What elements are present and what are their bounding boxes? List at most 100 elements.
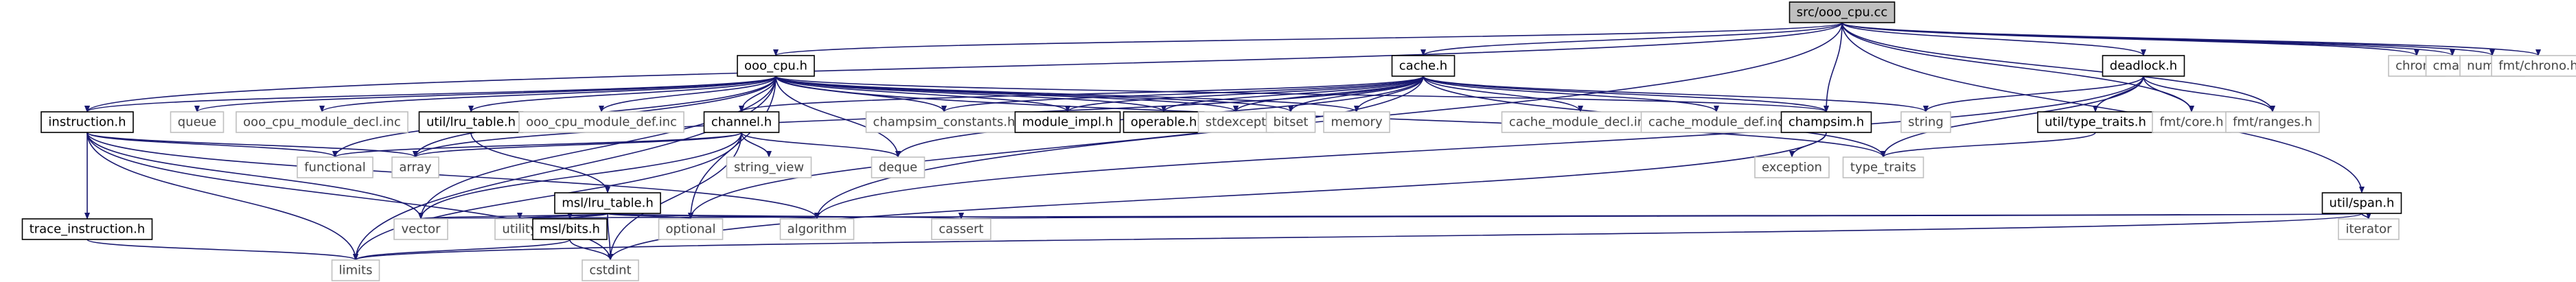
node-fmt-core-h: fmt/core.h: [2152, 111, 2231, 133]
node-deadlock-h[interactable]: deadlock.h: [2102, 55, 2185, 77]
node-box: [737, 55, 815, 77]
node-label: algorithm: [787, 222, 847, 237]
node-box: [41, 111, 134, 133]
node-array: array: [391, 156, 439, 178]
edge-instruction_h-to-array: [87, 132, 418, 158]
node-label: src/ooo_cpu.cc: [1797, 5, 1888, 20]
node-box: [1265, 111, 1316, 133]
node-label: limits: [339, 263, 373, 278]
node-label: cache_module_decl.inc: [1509, 115, 1652, 130]
node-msl-bits-h[interactable]: msl/bits.h: [532, 218, 608, 240]
edge-cache_h-to-operable_h: [1161, 75, 1424, 113]
node-msl-lru-table-h[interactable]: msl/lru_table.h: [554, 192, 661, 214]
node-trace-instruction-h[interactable]: trace_instruction.h: [21, 218, 153, 240]
node-exception: exception: [1754, 156, 1830, 178]
node-label: trace_instruction.h: [30, 222, 146, 237]
edge-cache_h-to-champsim_constants_h: [941, 75, 1424, 113]
edge-ooo_cpu_h-to-ooo_cpu_module_decl_inc: [319, 75, 777, 113]
node-util-lru-table-h[interactable]: util/lru_table.h: [418, 111, 524, 133]
node-box: [703, 111, 780, 133]
node-cassert: cassert: [931, 218, 991, 240]
edge-instruction_h-to-functional: [87, 132, 338, 158]
node-cache-h[interactable]: cache.h: [1391, 55, 1456, 77]
node-label: cstdint: [589, 263, 631, 278]
node-util-type-traits-h[interactable]: util/type_traits.h: [2037, 111, 2154, 133]
node-ooo-cpu-module-decl-inc: ooo_cpu_module_decl.inc: [235, 111, 409, 133]
edge-channel_h-to-cstdint: [608, 132, 742, 261]
edge-instruction_h-to-limits: [87, 132, 358, 261]
node-label: deque: [879, 161, 917, 175]
edge-cache_h-to-string: [1423, 75, 1929, 113]
node-box: [865, 111, 1023, 133]
edge-cache_h-to-module_impl_h: [1065, 75, 1424, 113]
node-label: ooo_cpu_module_decl.inc: [243, 115, 401, 130]
edge-channel_h-to-array: [413, 132, 742, 158]
node-instruction-h[interactable]: instruction.h: [41, 111, 134, 133]
node-box: [331, 259, 380, 281]
node-queue: queue: [170, 111, 225, 133]
edge-deadlock_h-to-type_traits: [1881, 75, 2144, 158]
node-label: champsim_constants.h: [873, 115, 1015, 130]
node-box: [658, 218, 724, 240]
node-channel-h[interactable]: channel.h: [703, 111, 780, 133]
node-label: fmt/ranges.h: [2233, 115, 2312, 130]
node-cstdint: cstdint: [582, 259, 639, 281]
node-label: exception: [1762, 161, 1822, 175]
edge-msl_bits_h-to-cstdint: [569, 239, 613, 261]
node-operable-h[interactable]: operable.h: [1123, 111, 1205, 133]
node-label: queue: [178, 115, 216, 130]
node-label: bitset: [1274, 115, 1309, 130]
node-box: [532, 218, 608, 240]
node-label: util/span.h: [2330, 196, 2395, 211]
node-optional: optional: [658, 218, 724, 240]
node-box: [1123, 111, 1205, 133]
node-box: [1842, 156, 1924, 178]
node-fmt-ranges-h: fmt/ranges.h: [2225, 111, 2320, 133]
node-label: util/type_traits.h: [2045, 115, 2146, 130]
edge-msl_lru_table_h-to-cassert: [607, 212, 963, 220]
edge-ooo_cpu_cc-to-champsim_h: [1824, 22, 1843, 113]
node-box: [393, 218, 448, 240]
node-iterator: iterator: [2338, 218, 2400, 240]
node-limits: limits: [331, 259, 380, 281]
node-deque: deque: [871, 156, 925, 178]
node-label: memory: [1331, 115, 1383, 130]
edge-channel_h-to-string_view: [741, 132, 772, 158]
edge-champsim_h-to-cstdint: [608, 132, 1827, 261]
node-label: msl/bits.h: [540, 222, 600, 237]
node-box: [582, 259, 639, 281]
node-module-impl-h[interactable]: module_impl.h: [1014, 111, 1121, 133]
edge-ooo_cpu_h-to-instruction_h: [84, 75, 777, 113]
edge-ooo_cpu_cc-to-fmt_ranges_h: [1841, 22, 2275, 113]
edge-ooo_cpu_cc-to-cache_h: [1421, 22, 1843, 56]
edge-ooo_cpu_h-to-deque: [775, 75, 901, 158]
node-functional: functional: [297, 156, 373, 178]
node-box: [931, 218, 991, 240]
node-box: [1014, 111, 1121, 133]
node-cache-module-decl-inc: cache_module_decl.inc: [1501, 111, 1660, 133]
edge-util_span_h-to-iterator: [2361, 212, 2371, 220]
node-memory: memory: [1323, 111, 1390, 133]
node-box: [1197, 111, 1274, 133]
node-stdexcept: stdexcept: [1197, 111, 1274, 133]
node-champsim-h[interactable]: champsim.h: [1780, 111, 1872, 133]
edge-cache_h-to-cache_module_def_inc: [1423, 75, 1719, 113]
edge-ooo_cpu_cc-to-ooo_cpu_h: [773, 22, 1843, 56]
node-box: [1789, 1, 1896, 23]
node-string: string: [1900, 111, 1951, 133]
node-ooo-cpu-h[interactable]: ooo_cpu.h: [737, 55, 815, 77]
node-box: [2491, 55, 2576, 77]
node-ooo-cpu-cc[interactable]: src/ooo_cpu.cc: [1789, 1, 1896, 23]
edge-ooo_cpu_cc-to-deadlock_h: [1841, 22, 2146, 56]
node-box: [2225, 111, 2320, 133]
edge-ooo_cpu_cc-to-fmt_chrono_h: [1841, 22, 2541, 56]
node-box: [297, 156, 373, 178]
edge-ooo_cpu_h-to-bitset: [775, 75, 1293, 113]
node-label: optional: [666, 222, 716, 237]
node-label: string_view: [734, 161, 804, 175]
edge-cache_h-to-champsim_h: [1423, 75, 1829, 113]
node-util-span-h[interactable]: util/span.h: [2321, 192, 2402, 214]
node-label: deadlock.h: [2110, 59, 2177, 73]
node-label: channel.h: [711, 115, 772, 130]
